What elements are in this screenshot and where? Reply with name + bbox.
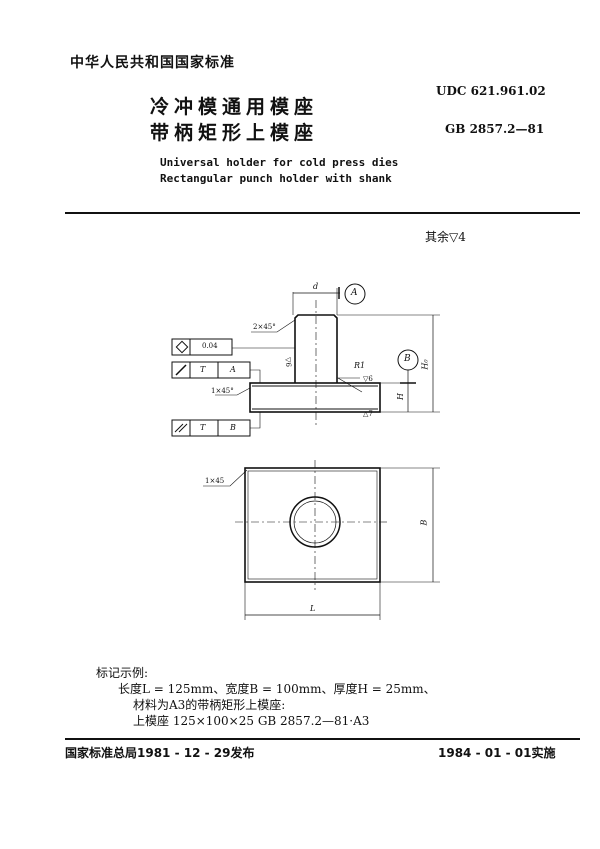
datum-a-label: A	[351, 288, 358, 298]
plate-outline	[244, 467, 381, 583]
title-en-line2: Rectangular punch holder with shank	[160, 172, 392, 185]
example-line1: 长度L = 125mm、宽度B = 100mm、厚度H = 25mm、	[118, 682, 436, 696]
plan-chamfer-label: 1×45	[205, 477, 225, 485]
runout-frame	[171, 361, 251, 379]
dim-h0: H₀	[420, 359, 430, 370]
parallel-t: T	[200, 423, 206, 432]
dim-d: d	[313, 282, 319, 291]
dim-h: H	[395, 393, 405, 400]
chamfer-top-label: 2×45°	[253, 323, 276, 331]
udc-code: UDC 621.961.02	[436, 84, 546, 98]
roughness-bottom: △7	[363, 410, 373, 418]
title-zh-line1: 冷冲模通用模座	[150, 96, 319, 118]
header-divider	[65, 212, 580, 214]
example-heading: 标记示例:	[96, 666, 149, 680]
title-zh-line2: 带柄矩形上模座	[150, 122, 319, 144]
flatness-frame	[171, 338, 233, 356]
datum-b-symbol	[397, 349, 419, 371]
example-line2: 材料为A3的带柄矩形上模座:	[133, 698, 286, 712]
standard-number: GB 2857.2—81	[445, 122, 545, 136]
parallelism-frame	[171, 419, 251, 437]
dim-b: B	[419, 519, 429, 526]
effective-date: 1984 - 01 - 01实施	[438, 746, 556, 760]
roughness-shank: ▽6	[283, 357, 292, 367]
datum-a-symbol	[344, 283, 366, 305]
title-en-line1: Universal holder for cold press dies	[160, 156, 399, 169]
roughness-top: ▽6	[363, 375, 373, 383]
flatness-tolerance: 0.04	[202, 342, 218, 350]
runout-ref: A	[230, 365, 236, 374]
radius-label: R1	[354, 361, 366, 370]
footer-divider	[65, 738, 580, 740]
issue-date: 国家标准总局1981 - 12 - 29发布	[65, 746, 255, 760]
runout-t: T	[200, 365, 206, 374]
datum-b-label: B	[404, 354, 411, 364]
issuing-country-header: 中华人民共和国国家标准	[70, 55, 235, 71]
base-outline	[249, 382, 381, 413]
dim-l: L	[310, 604, 316, 613]
elevation-view	[171, 283, 440, 437]
chamfer-base-label: 1×45°	[211, 387, 234, 395]
surface-roughness-note: 其余▽4	[425, 230, 466, 244]
shank-outline	[294, 314, 338, 383]
parallel-ref: B	[230, 423, 236, 432]
plan-view	[203, 460, 440, 620]
example-line3: 上模座 125×100×25 GB 2857.2—81·A3	[133, 714, 370, 728]
